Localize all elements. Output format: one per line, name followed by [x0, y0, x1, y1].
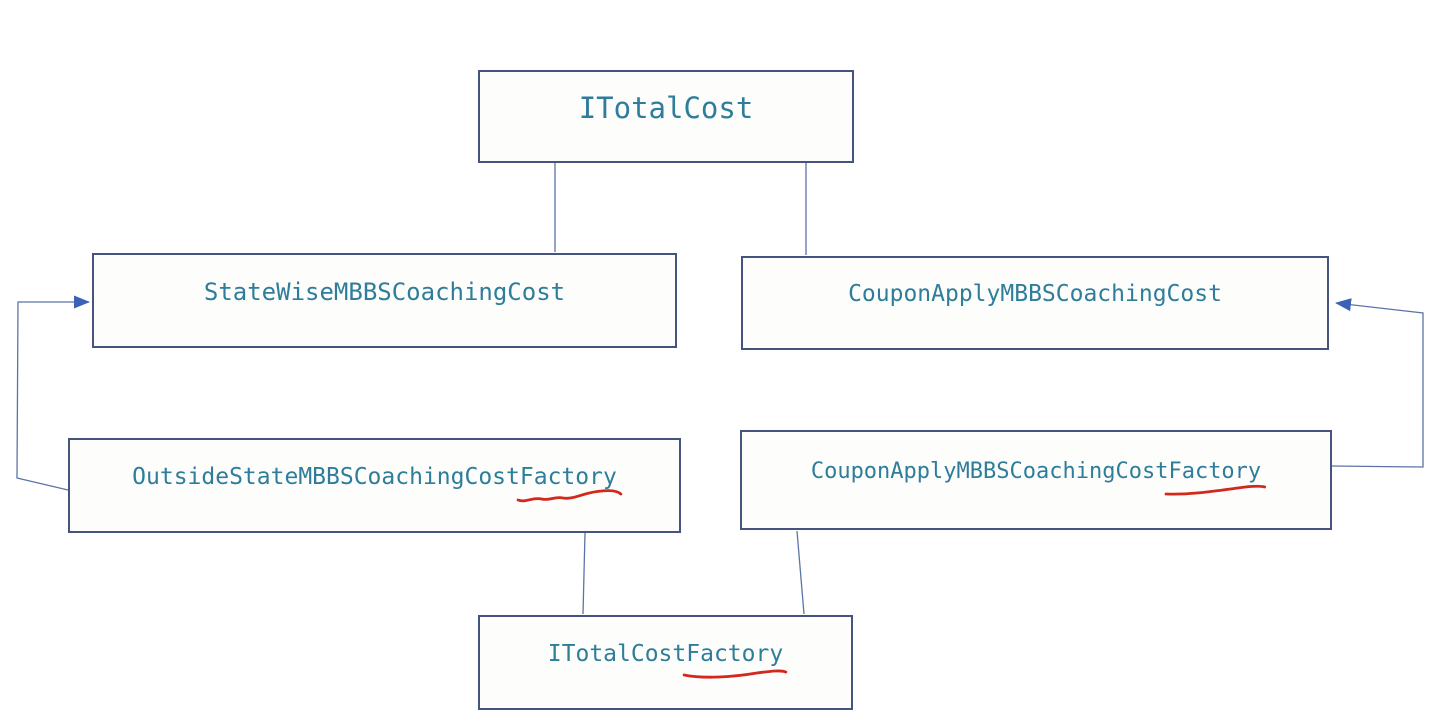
node-label-suffix: Factory — [519, 463, 617, 490]
connector-couponapplyfactory-to-couponapply — [1331, 298, 1424, 468]
node-couponapplymbbscoachingcost: CouponApplyMBBSCoachingCost — [741, 256, 1329, 350]
node-label: CouponApplyMBBSCoachingCost — [848, 281, 1222, 307]
node-label: OutsideStateMBBSCoachingCost — [132, 463, 520, 490]
red-squiggle-annotation-icon — [1165, 484, 1267, 496]
red-squiggle-annotation-icon — [516, 488, 623, 502]
connector-outsidestatefactory-to-statewise — [16, 295, 90, 491]
node-label-suffix: Factory — [1168, 458, 1262, 484]
node-itotalcost: ITotalCost — [478, 70, 854, 163]
node-label: ITotalCost — [578, 90, 754, 125]
node-label-suffix: Factory — [686, 640, 784, 667]
node-label: StateWiseMBBSCoachingCost — [203, 277, 566, 306]
connector-outsidestatefactory-to-itotalcostfactory — [582, 532, 586, 615]
node-label: ITotalCost — [547, 640, 687, 667]
node-label: CouponApplyMBBSCoachingCost — [810, 458, 1169, 484]
node-statewisembbscoachingcost: StateWiseMBBSCoachingCost — [92, 253, 677, 348]
red-squiggle-annotation-icon — [682, 669, 788, 679]
connector-couponapplyfactory-to-itotalcostfactory — [796, 530, 805, 615]
